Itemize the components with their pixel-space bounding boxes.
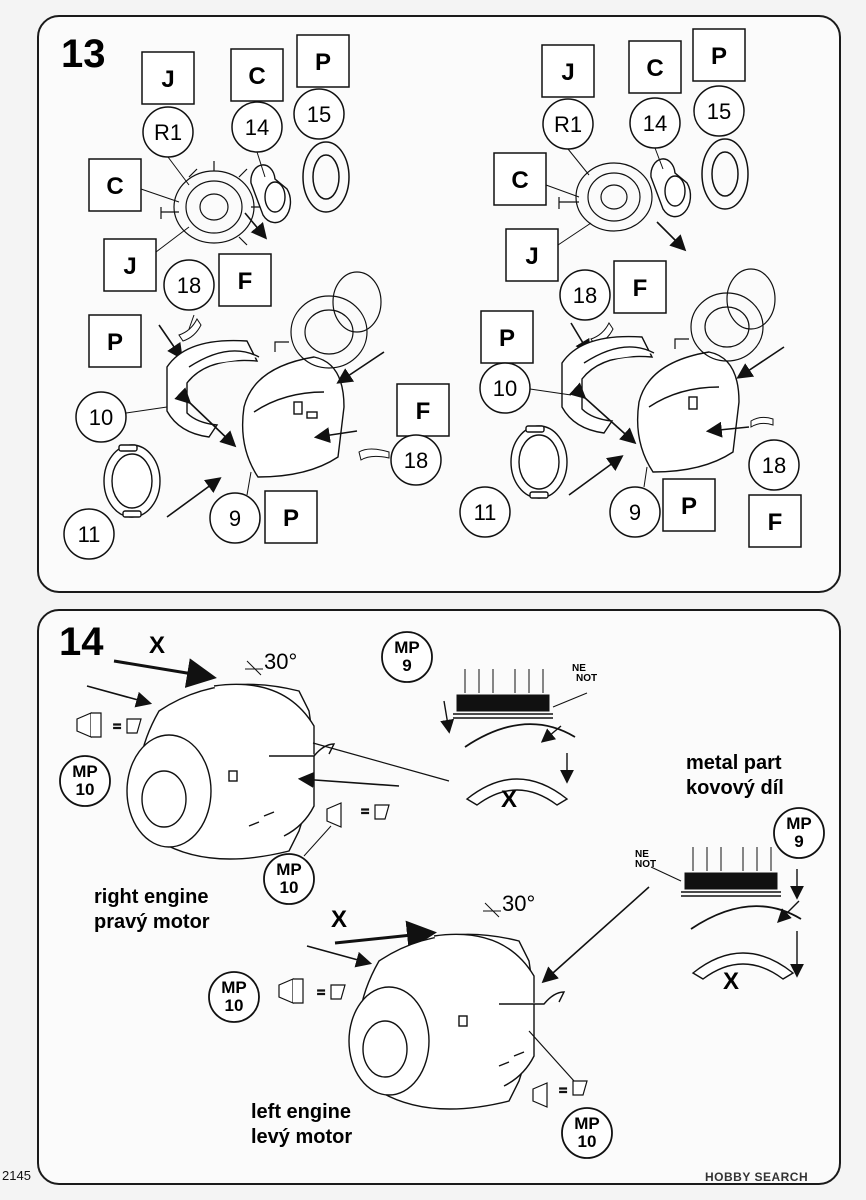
svg-text:=: = — [559, 1082, 567, 1098]
part-18b: 18 — [404, 448, 428, 473]
left-engine-icon — [348, 933, 566, 1110]
step-14-panel: 14 X 30° = MP 10 = MP 10 right engine pr… — [37, 609, 841, 1185]
mp10-circle-d-top: MP — [574, 1114, 600, 1133]
part-14-r: 14 — [643, 111, 667, 136]
part-9: 9 — [229, 506, 241, 531]
label-c: C — [248, 63, 265, 90]
angle-top: 30° — [264, 649, 297, 674]
ne-label-2: NE — [635, 849, 649, 860]
not-label: NOT — [576, 673, 597, 684]
mp9-circle-a-bottom: 9 — [402, 656, 411, 675]
left-assembly: J C P R1 14 15 C — [63, 34, 450, 560]
part-14: 14 — [245, 115, 269, 140]
mp9-circle-b-top: MP — [786, 814, 812, 833]
mp10-part-icon: = — [76, 712, 142, 738]
part-11-r: 11 — [474, 500, 497, 525]
ring-15-icon — [302, 141, 350, 213]
label-p3-r: P — [681, 493, 697, 520]
label-j: J — [161, 66, 174, 93]
radial-engine-icon — [160, 161, 261, 246]
mp10-circle-a-top: MP — [72, 762, 98, 781]
mp10-part-icon-2: = — [326, 802, 390, 828]
cylinder-14-icon-r — [650, 158, 692, 218]
right-assembly: J C P R1 14 15 C J — [459, 28, 802, 548]
ne-label: NE — [572, 663, 586, 674]
not-label-2: NOT — [635, 859, 656, 870]
cowling-right-half-icon — [241, 356, 345, 478]
mp10-circle-c-top: MP — [221, 978, 247, 997]
metal-fret-icon — [453, 669, 553, 719]
engine-assembled-icon-r — [674, 268, 776, 362]
label-f: F — [238, 268, 253, 295]
part-r1: R1 — [154, 120, 182, 145]
mp9-circle-a-top: MP — [394, 638, 420, 657]
label-c2-r: C — [511, 167, 528, 194]
part-18-piece-icon — [178, 318, 202, 342]
radial-engine-icon-r — [558, 162, 653, 232]
curved-strip-icon-2 — [691, 952, 795, 980]
part-9-r: 9 — [629, 500, 641, 525]
step-number: 13 — [61, 32, 106, 76]
part-10: 10 — [89, 405, 113, 430]
right-engine-cz: pravý motor — [94, 911, 210, 933]
label-f-r: F — [633, 275, 648, 302]
part-18: 18 — [177, 273, 201, 298]
right-engine-en: right engine — [94, 886, 208, 908]
mp10-circle-a-bottom: 10 — [76, 780, 95, 799]
label-j2-r: J — [525, 243, 538, 270]
part-11: 11 — [78, 522, 101, 547]
mp10-part-icon-3: = — [278, 978, 346, 1004]
cylinder-14-icon — [250, 164, 292, 224]
ring-11-icon — [103, 444, 161, 518]
part-18-r: 18 — [573, 283, 597, 308]
watermark: HOBBY SEARCH — [705, 1170, 809, 1184]
part-18b-r: 18 — [762, 453, 786, 478]
step-13-drawing: 13 J C P R1 14 15 C — [61, 28, 802, 560]
x-label-mid: X — [331, 906, 347, 933]
x-label-top: X — [149, 632, 165, 659]
label-p2-r: P — [499, 325, 515, 352]
mp10-circle-d-bottom: 10 — [578, 1132, 597, 1151]
metal-part-cz: kovový díl — [686, 777, 784, 799]
left-engine-cz: levý motor — [251, 1126, 352, 1148]
part-10-r: 10 — [493, 376, 517, 401]
mp10-part-icon-4: = — [532, 1080, 588, 1108]
mp10-circle-b-bottom: 10 — [280, 878, 299, 897]
step-13-panel: 13 J C P R1 14 15 C — [37, 15, 841, 593]
step-number-14: 14 — [59, 620, 104, 664]
mp9-circle-b-bottom: 9 — [794, 832, 803, 851]
label-p3: P — [283, 505, 299, 532]
label-p2: P — [107, 329, 123, 356]
cowling-right-half-icon-r — [636, 351, 740, 473]
label-j2: J — [123, 253, 136, 280]
x-arc-label-2: X — [723, 968, 739, 995]
ring-11-icon-r — [510, 425, 568, 499]
x-arc-label: X — [501, 786, 517, 813]
mp10-circle-b-top: MP — [276, 860, 302, 879]
label-j-r: J — [561, 59, 574, 86]
label-c-r: C — [646, 55, 663, 82]
label-c2: C — [106, 173, 123, 200]
part-15-r: 15 — [707, 99, 731, 124]
curved-strip-icon — [465, 778, 569, 806]
left-engine-en: left engine — [251, 1101, 351, 1123]
page-code: 2145 — [2, 1168, 31, 1183]
label-p: P — [315, 49, 331, 76]
mp10-circle-c-bottom: 10 — [225, 996, 244, 1015]
part-r1-r: R1 — [554, 112, 582, 137]
angle-mid: 30° — [502, 891, 535, 916]
metal-fret-icon-2 — [681, 847, 781, 897]
svg-text:=: = — [317, 984, 325, 1000]
ring-15-icon-r — [701, 138, 749, 210]
step-14-drawing: 14 X 30° = MP 10 = MP 10 right engine pr… — [59, 620, 825, 1159]
label-p-r: P — [711, 43, 727, 70]
engine-assembled-icon — [274, 271, 382, 369]
part-15: 15 — [307, 102, 331, 127]
svg-text:=: = — [361, 803, 369, 819]
label-f2-r: F — [768, 509, 783, 536]
right-engine-icon — [126, 683, 336, 860]
label-f2: F — [416, 398, 431, 425]
svg-text:=: = — [113, 718, 121, 734]
metal-part-en: metal part — [686, 752, 782, 774]
